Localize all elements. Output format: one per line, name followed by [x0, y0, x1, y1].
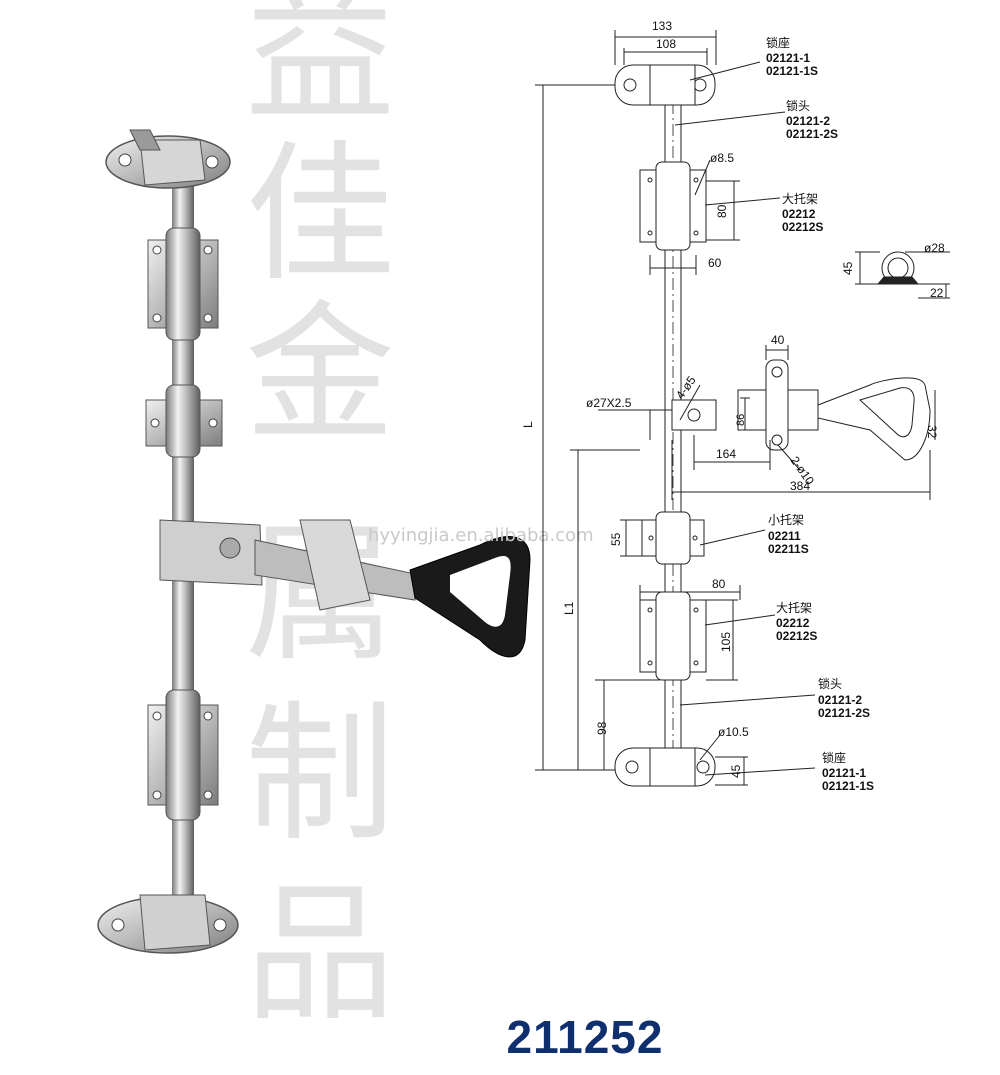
- dim-lower-length: L1: [562, 601, 576, 615]
- dim-small-bracket-h: 55: [609, 532, 623, 546]
- drawing-bottom-seat: [614, 747, 748, 787]
- svg-text:02121-1: 02121-1: [822, 766, 866, 780]
- svg-text:02212S: 02212S: [782, 220, 823, 234]
- dim-hole-seat: ø10.5: [718, 725, 749, 739]
- svg-text:锁头: 锁头: [818, 676, 842, 691]
- dim-seat-inner: 108: [656, 37, 676, 51]
- label-head-top: 锁头 02121-2 02121-2S: [786, 98, 838, 141]
- label-big-bracket-top: 大托架 02212 02212S: [782, 192, 823, 234]
- label-seat-top: 锁座 02121-1 02121-1S: [766, 35, 818, 78]
- svg-text:02121-2S: 02121-2S: [818, 706, 870, 720]
- svg-text:02121-1S: 02121-1S: [822, 779, 874, 793]
- label-small-bracket: 小托架 02211 02211S: [768, 513, 809, 556]
- dim-seat-outer: 133: [652, 19, 672, 33]
- svg-text:02212S: 02212S: [776, 629, 817, 643]
- dim-big-bracket2-w: 80: [712, 577, 726, 591]
- bottom-lock-seat: [97, 894, 239, 954]
- dim-handle-32: 32: [925, 425, 939, 439]
- svg-text:小托架: 小托架: [768, 513, 804, 527]
- small-bracket: [145, 384, 223, 458]
- svg-text:02121-1S: 02121-1S: [766, 64, 818, 78]
- svg-text:02211S: 02211S: [768, 542, 809, 556]
- dim-hole-big-bracket: ø8.5: [710, 151, 734, 165]
- website-watermark: hyyingjia.en.alibaba.com: [368, 525, 594, 546]
- dim-seat-h: 45: [729, 764, 743, 778]
- drawing-big-bracket-lower: [639, 585, 741, 681]
- svg-text:02121-2S: 02121-2S: [786, 127, 838, 141]
- technical-drawing: 133 108 ø8.5 80 60 ø27X2.5 4-ø5 40 86 16…: [521, 19, 950, 793]
- big-bracket-upper: [147, 227, 219, 341]
- svg-text:锁座: 锁座: [766, 35, 790, 50]
- drawing-handle: [598, 345, 936, 500]
- dim-detail-d: ø28: [924, 241, 945, 255]
- dim-detail-h: 45: [841, 261, 855, 275]
- svg-text:02212: 02212: [782, 207, 816, 221]
- dim-big-bracket-w: 60: [708, 256, 722, 270]
- handle-assembly: [159, 519, 531, 658]
- drawing-big-bracket-upper: [639, 161, 740, 275]
- svg-text:02211: 02211: [768, 529, 801, 543]
- top-lock-seat: [105, 129, 231, 189]
- svg-text:02121-2: 02121-2: [818, 693, 862, 707]
- dim-handle-384: 384: [790, 479, 810, 493]
- dim-handle-164: 164: [716, 447, 736, 461]
- dim-handle-86: 86: [735, 414, 747, 426]
- watermark-char: 佳: [245, 128, 396, 302]
- big-bracket-lower: [147, 689, 219, 821]
- drawing-top-seat: [614, 30, 717, 106]
- svg-text:锁头: 锁头: [786, 98, 810, 113]
- dim-holes-4: 4-ø5: [673, 373, 699, 402]
- product-photo: [97, 129, 531, 954]
- svg-text:大托架: 大托架: [782, 192, 818, 206]
- watermark-char: 品: [245, 868, 396, 1042]
- drawing-detail: [855, 251, 950, 299]
- svg-text:02121-1: 02121-1: [766, 51, 810, 65]
- svg-text:大托架: 大托架: [776, 601, 812, 615]
- label-big-bracket-bottom: 大托架 02212 02212S: [776, 601, 817, 643]
- watermark-char: 益: [245, 0, 396, 142]
- dim-handle-40: 40: [771, 333, 785, 347]
- watermark-char: 制: [245, 688, 396, 862]
- watermark-char: 金: [245, 288, 396, 462]
- svg-text:锁座: 锁座: [822, 750, 846, 765]
- dim-detail-b: 22: [930, 286, 944, 300]
- dim-big-bracket2-h: 105: [719, 632, 733, 652]
- svg-text:02121-2: 02121-2: [786, 114, 830, 128]
- product-code: 211252: [506, 1011, 664, 1063]
- drawing-small-bracket: [620, 511, 705, 565]
- dim-total-length: L: [521, 421, 535, 428]
- label-head-bottom: 锁头 02121-2 02121-2S: [818, 676, 870, 720]
- svg-text:02212: 02212: [776, 616, 810, 630]
- dim-bar: ø27X2.5: [586, 396, 632, 410]
- label-seat-bottom: 锁座 02121-1 02121-1S: [822, 750, 874, 793]
- dim-lower-98: 98: [595, 721, 609, 735]
- dim-big-bracket-h: 80: [715, 204, 729, 218]
